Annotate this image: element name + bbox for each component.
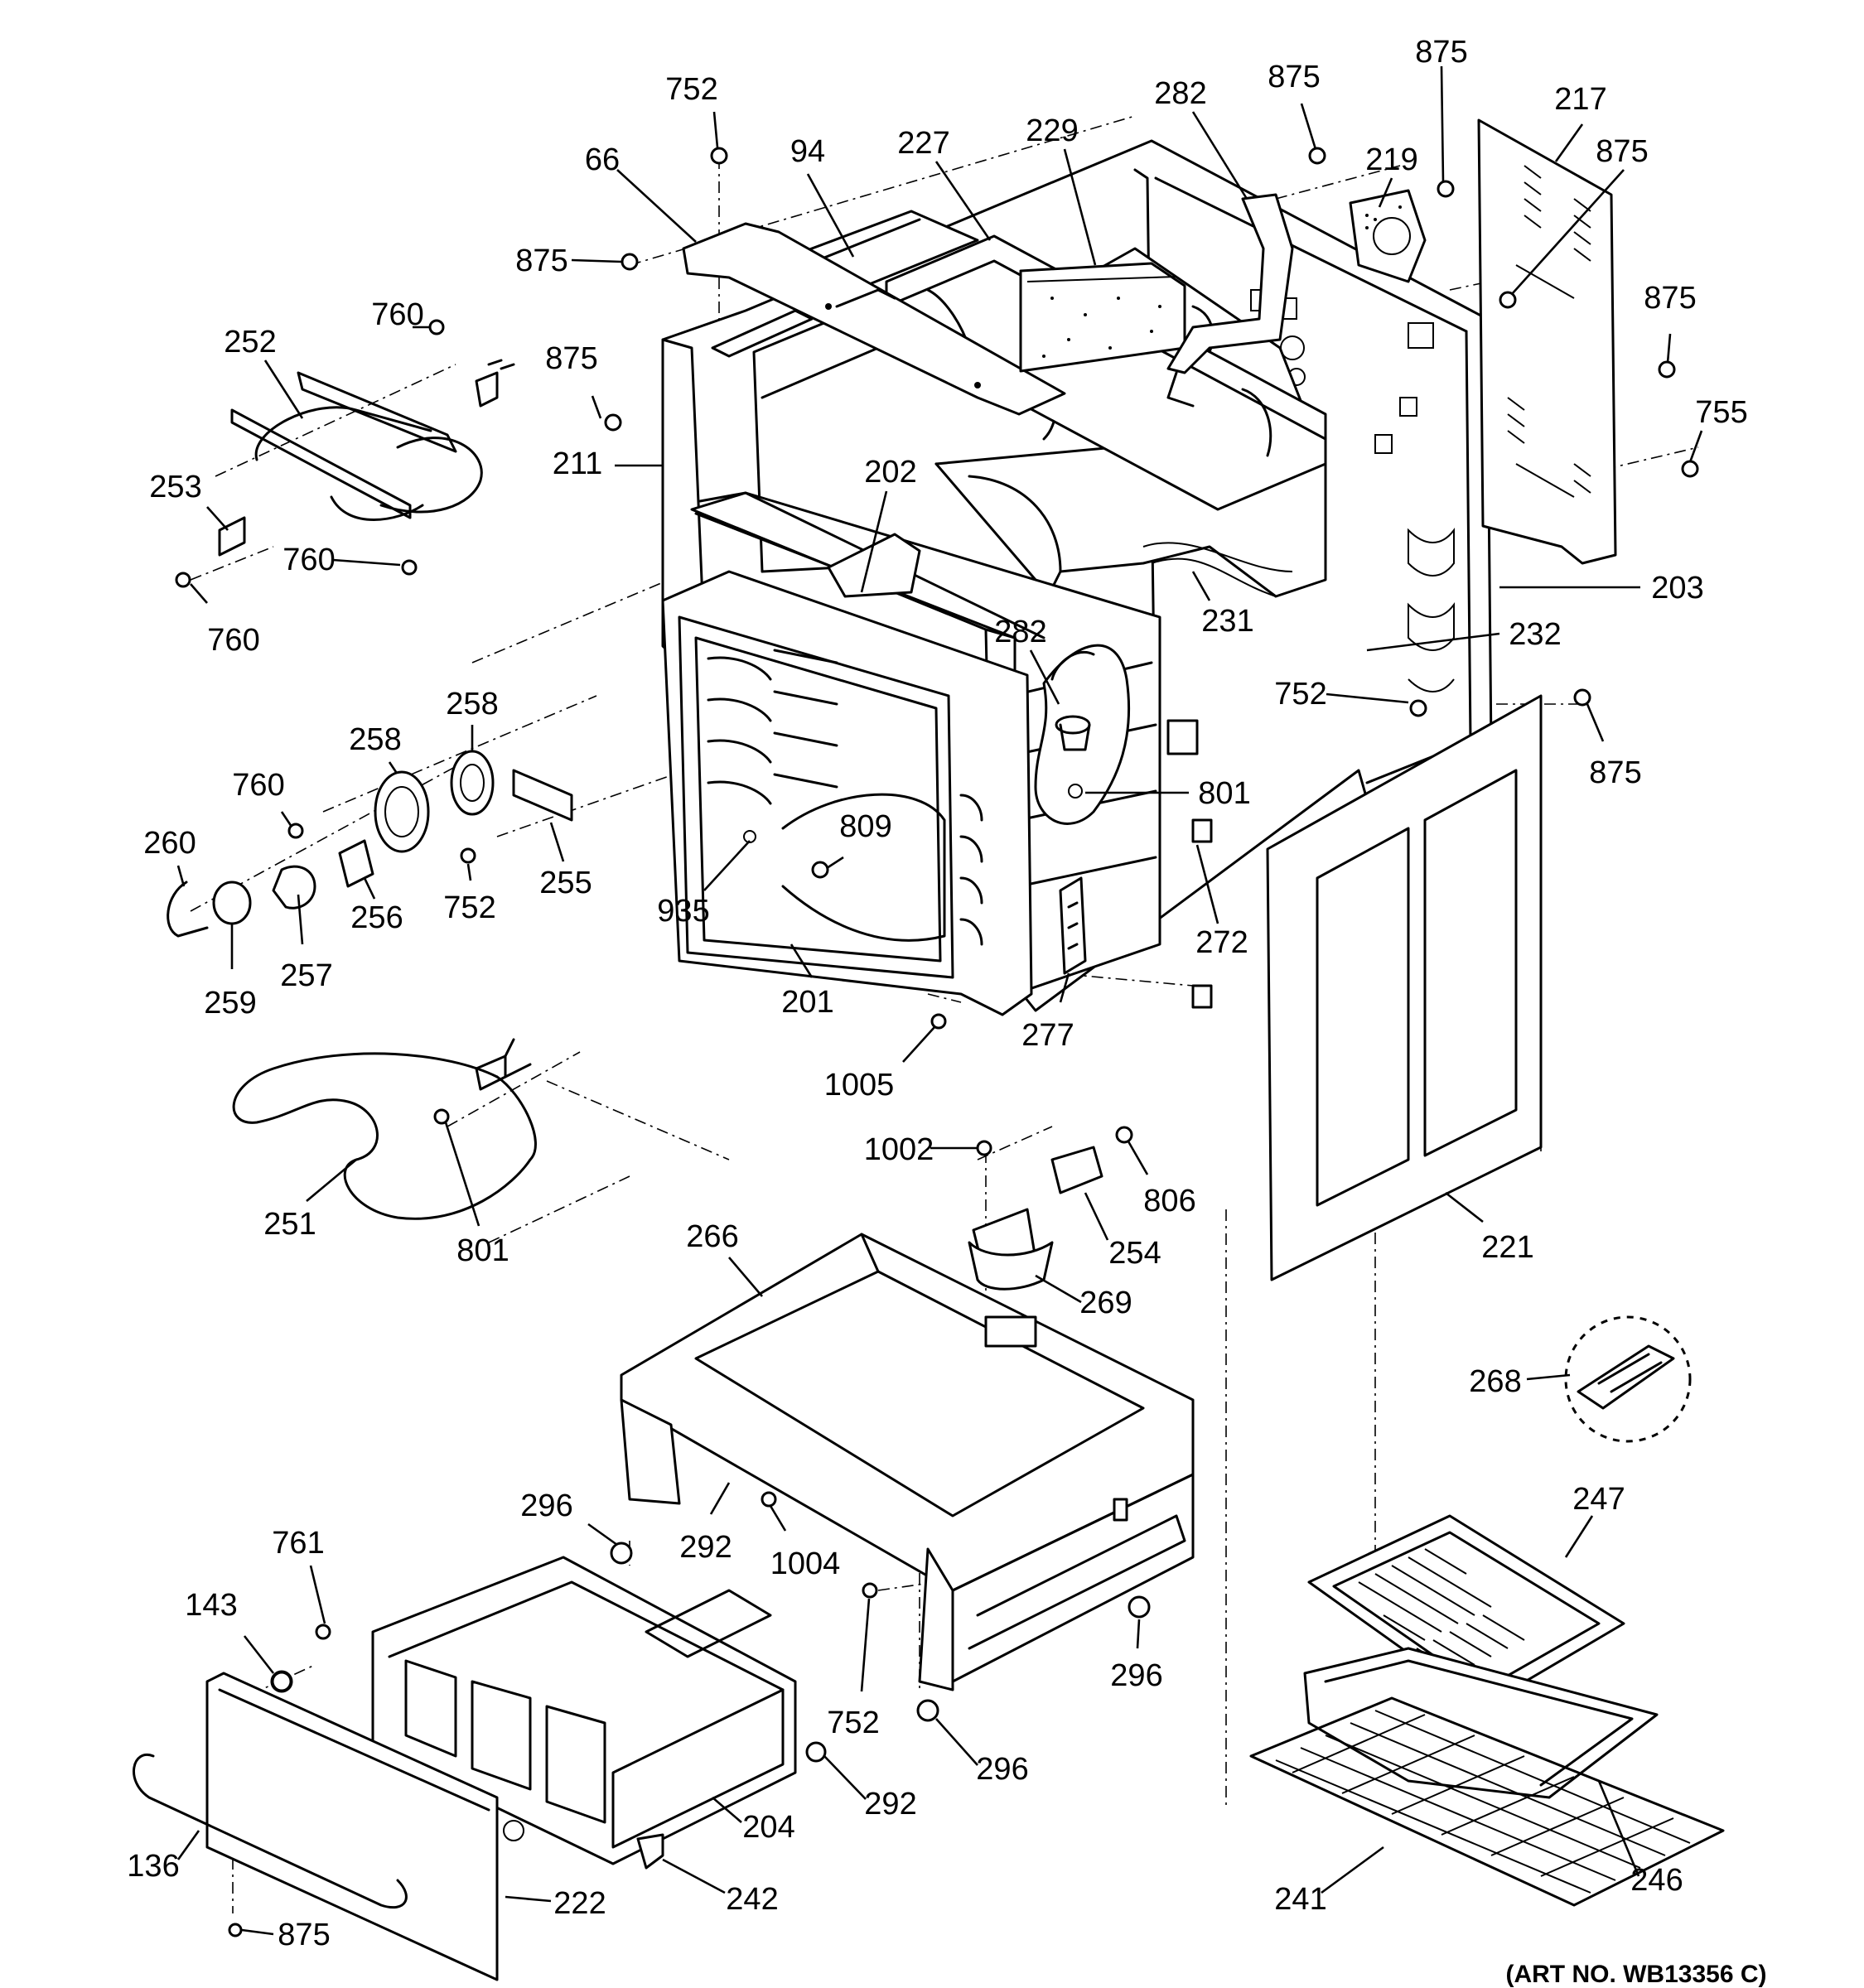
leader-lines: [176, 65, 1703, 1936]
label-232: 232: [1509, 617, 1561, 652]
label-801: 801: [1198, 776, 1250, 811]
label-296: 296: [520, 1489, 572, 1523]
label-875: 875: [1596, 134, 1648, 169]
label-875: 875: [1268, 60, 1320, 94]
label-296: 296: [976, 1752, 1028, 1787]
label-219: 219: [1365, 142, 1417, 177]
label-755: 755: [1695, 395, 1747, 430]
label-241: 241: [1274, 1882, 1326, 1917]
insulation-pad-229: [1019, 262, 1186, 373]
vent-tube-282: [1166, 193, 1294, 408]
harness-282: [1034, 644, 1199, 825]
label-292: 292: [864, 1787, 916, 1822]
label-268: 268: [1469, 1364, 1521, 1399]
label-1004: 1004: [770, 1546, 841, 1581]
label-292: 292: [679, 1530, 732, 1565]
label-246: 246: [1630, 1863, 1683, 1898]
label-211: 211: [553, 446, 603, 481]
broil-element-252: [230, 359, 515, 521]
label-203: 203: [1651, 571, 1703, 606]
strap-66: [682, 222, 1066, 416]
label-251: 251: [263, 1207, 316, 1242]
label-806: 806: [1143, 1184, 1195, 1218]
label-875: 875: [515, 244, 567, 278]
bracket-253: [218, 516, 246, 557]
drawer-frame-266: [620, 1233, 1195, 1691]
label-282: 282: [994, 615, 1046, 649]
label-760: 760: [282, 543, 335, 577]
heat-shield-219: [1349, 189, 1427, 283]
label-269: 269: [1079, 1286, 1132, 1320]
label-752: 752: [443, 890, 495, 925]
back-panel-217: [1477, 118, 1617, 565]
label-254: 254: [1108, 1236, 1161, 1271]
side-panel-221: [1266, 694, 1543, 1281]
part-labels: 752 94 227 229 282 875 875 219 217 875 6…: [127, 35, 1747, 1952]
label-272: 272: [1195, 925, 1248, 960]
label-875: 875: [545, 341, 597, 376]
bake-element-251: [232, 1038, 537, 1220]
label-260: 260: [143, 826, 196, 861]
label-875: 875: [1589, 755, 1641, 790]
label-277: 277: [1021, 1018, 1074, 1053]
label-257: 257: [280, 958, 332, 993]
front-frame-202: [694, 491, 1045, 639]
label-221: 221: [1481, 1230, 1533, 1265]
label-760: 760: [207, 623, 259, 658]
label-66: 66: [585, 142, 620, 177]
label-259: 259: [204, 986, 256, 1021]
hinge-277: [1059, 818, 1213, 1009]
label-231: 231: [1201, 604, 1253, 639]
label-752: 752: [827, 1706, 879, 1740]
label-875: 875: [1415, 35, 1467, 70]
label-222: 222: [553, 1886, 606, 1921]
label-1005: 1005: [824, 1068, 895, 1103]
switch-bracket: [968, 1146, 1103, 1291]
label-282: 282: [1154, 76, 1206, 111]
label-1002: 1002: [864, 1132, 934, 1167]
label-875: 875: [1644, 281, 1696, 316]
label-136: 136: [127, 1849, 179, 1884]
oven-cavity-201: [661, 491, 1161, 1016]
pan-bottom-246: [1303, 1647, 1659, 1799]
label-202: 202: [864, 455, 916, 490]
oven-rack-241: [1249, 1696, 1725, 1907]
label-94: 94: [790, 134, 825, 169]
label-201: 201: [781, 985, 833, 1020]
label-809: 809: [839, 809, 891, 844]
label-256: 256: [350, 900, 403, 935]
label-143: 143: [185, 1588, 237, 1623]
label-935: 935: [657, 894, 709, 929]
label-266: 266: [686, 1219, 738, 1254]
label-760: 760: [232, 768, 284, 803]
detail-circle-268: [1564, 1315, 1692, 1443]
label-875: 875: [278, 1918, 330, 1952]
label-296: 296: [1110, 1658, 1162, 1693]
label-255: 255: [539, 866, 592, 900]
label-204: 204: [742, 1810, 794, 1845]
label-217: 217: [1554, 82, 1606, 117]
label-752: 752: [1274, 677, 1326, 712]
label-752: 752: [665, 72, 717, 107]
label-801: 801: [456, 1233, 509, 1268]
art-number-caption: (ART NO. WB13356 C): [1505, 1961, 1766, 1988]
lamp-assembly: [167, 750, 573, 938]
label-258: 258: [349, 722, 401, 757]
label-247: 247: [1572, 1482, 1625, 1517]
label-227: 227: [897, 126, 949, 161]
label-258: 258: [446, 687, 498, 721]
label-253: 253: [149, 470, 201, 504]
label-252: 252: [224, 325, 276, 359]
label-760: 760: [371, 297, 423, 332]
label-242: 242: [726, 1882, 778, 1917]
label-229: 229: [1026, 113, 1078, 148]
label-761: 761: [272, 1526, 324, 1561]
